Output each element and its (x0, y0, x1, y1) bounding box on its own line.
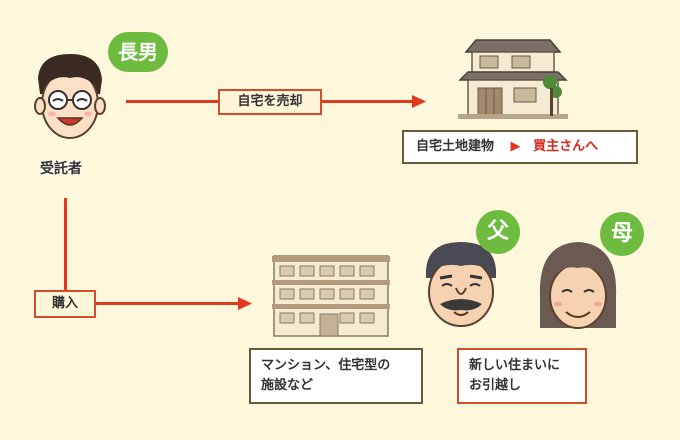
apartment-illustration (272, 255, 390, 337)
eldest-son-illustration (34, 54, 106, 139)
home-land-building-text: 自宅土地建物 (416, 139, 495, 154)
facility-box: マンション、住宅型の 施設など (249, 348, 423, 404)
purchase-arrow-head (238, 297, 252, 310)
father-badge: 父 (476, 210, 520, 254)
house-illustration (458, 39, 568, 119)
eldest-son-badge: 長男 (108, 32, 168, 72)
trustee-caption: 受託者 (40, 161, 82, 177)
mother-badge: 母 (600, 212, 644, 256)
move-line2: お引越し (469, 378, 522, 393)
purchase-horizontal-line (64, 302, 242, 305)
purchase-label: 購入 (34, 290, 96, 318)
move-box: 新しい住まいに お引越し (457, 348, 587, 404)
purchase-vertical-line (64, 198, 67, 306)
sell-arrow-head (412, 95, 426, 108)
father-illustration (426, 242, 496, 327)
mother-illustration (539, 242, 617, 329)
to-buyer-text: 買主さんへ (533, 139, 599, 154)
sell-home-label: 自宅を売却 (218, 89, 322, 115)
home-land-building-box: 自宅土地建物 ▶ 買主さんへ (402, 130, 638, 164)
play-arrow-icon: ▶ (510, 139, 521, 154)
facility-line1: マンション、住宅型の (261, 358, 391, 373)
move-line1: 新しい住まいに (469, 358, 561, 373)
facility-line2: 施設など (261, 378, 314, 393)
